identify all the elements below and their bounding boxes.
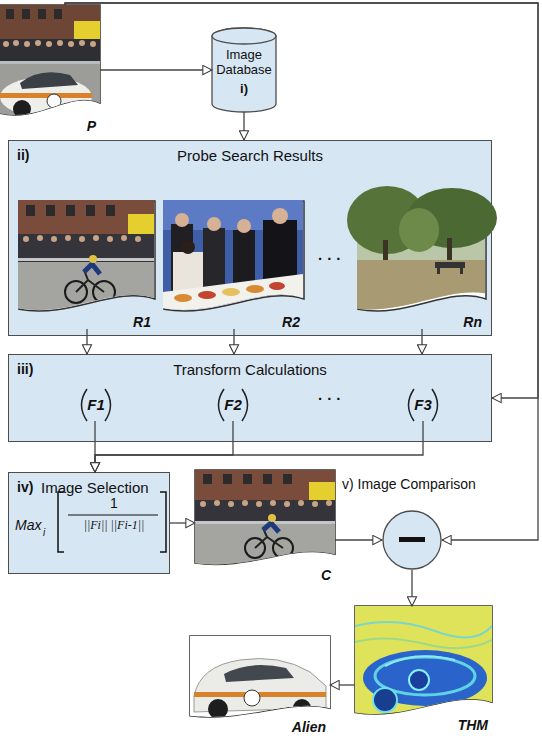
node-label: i xyxy=(43,527,45,539)
connector-arrow xyxy=(411,570,412,606)
node-label: Image Database xyxy=(212,48,276,78)
node-label: R1 xyxy=(133,314,151,330)
node-outline xyxy=(195,470,335,582)
node-label: Image Selection xyxy=(41,479,149,496)
probe-image: P xyxy=(0,5,100,133)
node-label: Rn xyxy=(463,314,482,330)
result-image: R1 xyxy=(19,201,155,329)
chosen-image: C xyxy=(195,470,335,582)
cylinder-body xyxy=(212,28,276,112)
heat-map-image: THM xyxy=(355,606,492,732)
stage-box: iv) Image SelectionMaxi 1 ||Fi|| ||Fi-1|| xyxy=(8,472,170,574)
compare-circle: v) Image Comparison xyxy=(382,510,442,570)
node-outline xyxy=(355,606,492,732)
ellipsis-mark: · · · xyxy=(318,250,341,267)
connector-arrow xyxy=(330,684,355,685)
park-photo xyxy=(347,186,497,314)
compare-circle-outline xyxy=(383,511,441,569)
result-image: Rn xyxy=(358,201,486,329)
node-outline xyxy=(358,201,486,329)
ellipsis-mark: · · · xyxy=(318,390,341,407)
node-label: iv) xyxy=(17,479,33,495)
node-label: Probe Search Results xyxy=(9,147,491,164)
node-label: C xyxy=(321,567,331,583)
node-label: ii) xyxy=(17,147,29,163)
car-photo xyxy=(0,5,100,119)
photo-detail xyxy=(195,470,335,568)
node-label: Max xyxy=(15,517,41,533)
node-label: ||Fi|| ||Fi-1|| xyxy=(67,519,161,533)
node-label: Transform Calculations xyxy=(9,361,491,378)
photo-frame xyxy=(358,201,486,311)
node-label: Alien xyxy=(292,719,326,735)
node-label: F2 xyxy=(216,396,250,413)
result-image: R2 xyxy=(164,201,304,329)
node-outline xyxy=(164,201,304,329)
photo-detail xyxy=(0,5,100,119)
cyclist-photo xyxy=(195,470,335,568)
node-label: F1 xyxy=(79,396,113,413)
node-outline xyxy=(19,201,155,329)
node-label: i) xyxy=(212,82,276,97)
output-image: Alien xyxy=(190,636,330,734)
transform-term: F3 xyxy=(406,389,440,421)
stage-box: F1 F2 F3 iii)Transform Calculations xyxy=(8,354,492,442)
node-outline xyxy=(0,5,100,133)
connector-arrow xyxy=(335,539,382,540)
photo-frame xyxy=(195,470,335,564)
photo-detail xyxy=(190,636,330,720)
node-label: 1 xyxy=(67,495,161,511)
database-cylinder: Image Database i) xyxy=(212,28,276,112)
extracted-car xyxy=(190,636,330,720)
connector-arrow xyxy=(243,112,244,140)
transform-term: F1 xyxy=(79,389,113,421)
node-label: R2 xyxy=(282,314,300,330)
cylinder-top xyxy=(212,28,276,44)
node-label: iii) xyxy=(17,361,33,377)
node-label: P xyxy=(87,118,96,134)
connector-arrow xyxy=(100,69,212,70)
node-label: v) Image Comparison xyxy=(342,476,476,492)
photo-frame xyxy=(0,5,100,115)
photo-frame xyxy=(164,201,304,311)
photo-frame xyxy=(19,201,155,311)
transform-term: F2 xyxy=(216,389,250,421)
node-outline xyxy=(382,510,442,570)
node-label: THM xyxy=(458,717,488,733)
connector-arrow xyxy=(170,522,195,523)
photo-frame xyxy=(190,636,330,717)
stage-box: R1 R2 Rn ii)Probe Search Results xyxy=(8,140,492,336)
node-label: F3 xyxy=(406,396,440,413)
heat-map xyxy=(355,606,492,718)
photo-frame xyxy=(355,606,492,714)
photo-detail xyxy=(355,606,492,718)
